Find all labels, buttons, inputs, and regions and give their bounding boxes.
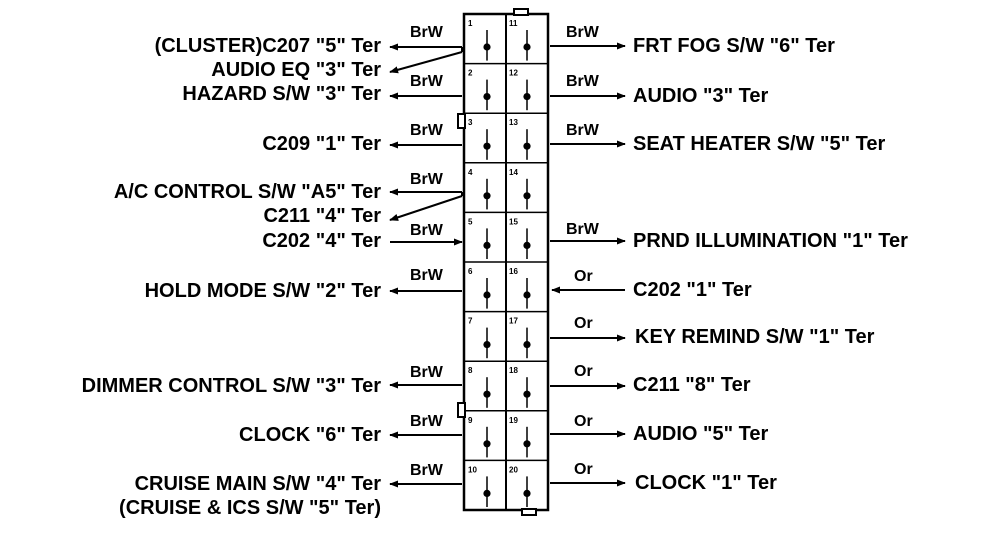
pin-number: 1 [468, 19, 473, 28]
pin-dot [523, 93, 531, 101]
right-wire-6: Or [574, 315, 593, 332]
right-wire-3: BrW [566, 122, 600, 139]
pin-dot [523, 489, 531, 497]
right-label-6: KEY REMIND S/W "1" Ter [635, 326, 875, 348]
left-label-7: C202 "4" Ter [262, 230, 381, 252]
pin-number: 4 [468, 168, 473, 177]
pin-dot [483, 192, 491, 200]
pin-dot [483, 142, 491, 150]
left-label-11: CRUISE MAIN S/W "4" Ter [135, 473, 382, 495]
pin-dot [483, 440, 491, 448]
right-label-1: FRT FOG S/W "6" Ter [633, 35, 835, 57]
right-labels: FRT FOG S/W "6" Ter AUDIO "3" Ter SEAT H… [633, 35, 908, 494]
left-label-6: C211 "4" Ter [263, 205, 381, 227]
left-wire-1: BrW [410, 24, 444, 41]
right-wire-5: Or [574, 268, 593, 285]
right-label-2: AUDIO "3" Ter [633, 85, 769, 107]
pin-dot [483, 489, 491, 497]
pin-dot [483, 93, 491, 101]
right-label-7: C211 "8" Ter [633, 374, 751, 396]
pin-dot [523, 291, 531, 299]
pin-dot [523, 390, 531, 398]
right-label-4: PRND ILLUMINATION "1" Ter [633, 230, 908, 252]
left-label-2: AUDIO EQ "3" Ter [211, 59, 381, 81]
left-label-5: A/C CONTROL S/W "A5" Ter [114, 181, 381, 203]
right-label-5: C202 "1" Ter [633, 279, 752, 301]
left-label-12: (CRUISE & ICS S/W "5" Ter) [119, 497, 381, 519]
pin-dot [523, 341, 531, 349]
pin-dot [523, 142, 531, 150]
pin-number: 20 [509, 465, 518, 474]
pin-dot [523, 440, 531, 448]
left-label-10: CLOCK "6" Ter [239, 424, 381, 446]
left-wire-8: BrW [410, 267, 444, 284]
pin-number: 10 [468, 465, 477, 474]
right-wire-2: BrW [566, 73, 600, 90]
left-label-1: (CLUSTER)C207 "5" Ter [155, 35, 382, 57]
wires [389, 42, 626, 488]
right-label-8: AUDIO "5" Ter [633, 423, 769, 445]
pin-number: 3 [468, 118, 473, 127]
pin-number: 12 [509, 69, 518, 78]
pin-dot [483, 241, 491, 249]
left-labels: (CLUSTER)C207 "5" Ter AUDIO EQ "3" Ter H… [82, 35, 382, 519]
left-label-3: HAZARD S/W "3" Ter [182, 83, 381, 105]
pin-number: 5 [468, 217, 473, 226]
pin-number: 7 [468, 317, 473, 326]
left-wire-7: BrW [410, 222, 444, 239]
left-wire-5: BrW [410, 171, 444, 188]
right-wire-colors: BrW BrW BrW BrW Or Or Or Or Or [566, 24, 600, 478]
right-wire-7: Or [574, 363, 593, 380]
left-wire-4: BrW [410, 122, 444, 139]
pin-number: 13 [509, 118, 518, 127]
pin-number: 9 [468, 416, 473, 425]
pin-number: 2 [468, 69, 473, 78]
pin-number: 17 [509, 317, 518, 326]
left-wire-11: BrW [410, 462, 444, 479]
pin-number: 18 [509, 366, 518, 375]
left-wire-colors: BrW BrW BrW BrW BrW BrW BrW BrW BrW [410, 24, 444, 479]
left-wire-3: BrW [410, 73, 444, 90]
right-wire-8: Or [574, 413, 593, 430]
pin-number: 15 [509, 217, 518, 226]
pin-number: 6 [468, 267, 473, 276]
pin-number: 16 [509, 267, 518, 276]
left-label-9: DIMMER CONTROL S/W "3" Ter [82, 375, 382, 397]
pin-dot [483, 291, 491, 299]
left-wire-9: BrW [410, 364, 444, 381]
left-wire-10: BrW [410, 413, 444, 430]
pin-number: 11 [509, 19, 518, 28]
wire-line [389, 51, 463, 74]
pin-dot [483, 390, 491, 398]
pin-number: 8 [468, 366, 473, 375]
pin-dot [483, 341, 491, 349]
pin-dot [483, 43, 491, 51]
pin-number: 14 [509, 168, 518, 177]
left-label-8: HOLD MODE S/W "2" Ter [145, 280, 382, 302]
left-label-4: C209 "1" Ter [262, 133, 381, 155]
pin-dot [523, 43, 531, 51]
wire-line [389, 195, 463, 221]
pin-number: 19 [509, 416, 518, 425]
pin-dot [523, 241, 531, 249]
right-label-3: SEAT HEATER S/W "5" Ter [633, 133, 886, 155]
pin-dot [523, 192, 531, 200]
right-wire-9: Or [574, 461, 593, 478]
right-label-9: CLOCK "1" Ter [635, 472, 777, 494]
right-wire-4: BrW [566, 221, 600, 238]
right-wire-1: BrW [566, 24, 600, 41]
